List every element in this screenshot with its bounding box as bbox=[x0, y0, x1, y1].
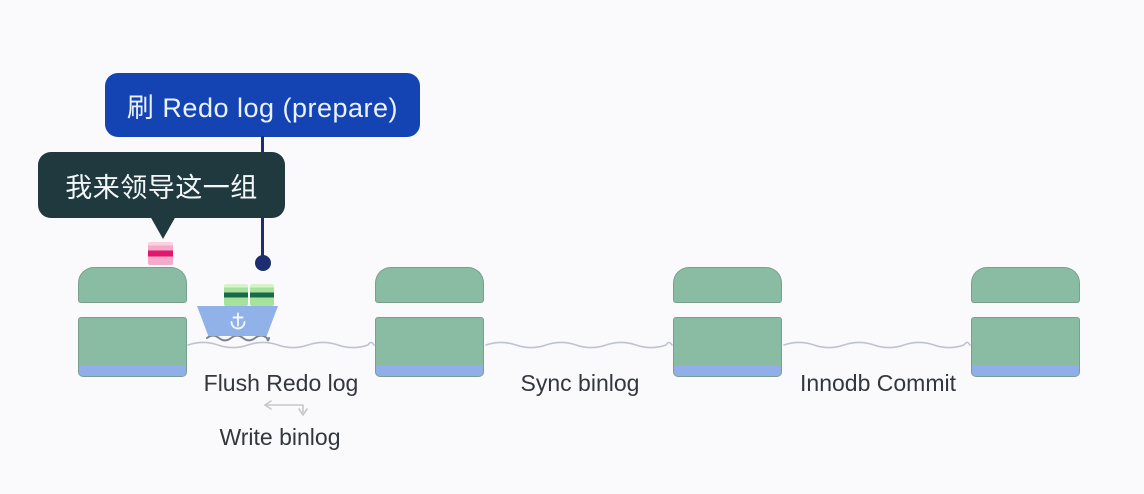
dock-pillar-2 bbox=[375, 267, 484, 377]
label-sync-binlog: Sync binlog bbox=[520, 370, 640, 396]
label-innodb-commit: Innodb Commit bbox=[800, 370, 956, 396]
dock-pillar-1-cap bbox=[78, 267, 187, 303]
dock-pillar-4 bbox=[971, 267, 1080, 377]
dock-pillar-3-cap bbox=[673, 267, 782, 303]
boat-wake bbox=[206, 334, 270, 342]
dock-pillar-2-waterline bbox=[376, 365, 483, 376]
dock-pillar-1-body bbox=[78, 317, 187, 377]
pointer-dot bbox=[255, 255, 271, 271]
dock-pillar-4-waterline bbox=[972, 365, 1079, 376]
label-write-binlog: Write binlog bbox=[219, 424, 341, 450]
anchor-icon bbox=[230, 312, 245, 330]
dock-pillar-3 bbox=[673, 267, 782, 377]
pink-log-block bbox=[148, 242, 173, 265]
speech-bubble-leader-text: 我来领导这一组 bbox=[65, 172, 258, 203]
dock-pillar-3-body bbox=[673, 317, 782, 377]
dock-pillar-4-cap bbox=[971, 267, 1080, 303]
label-flush-redo-log: Flush Redo log bbox=[203, 370, 359, 396]
flush-to-write-connector-arrow bbox=[264, 400, 308, 416]
dock-pillar-2-cap bbox=[375, 267, 484, 303]
dock-pillar-2-body bbox=[375, 317, 484, 377]
cargo-box-left bbox=[224, 284, 248, 306]
water-line-1 bbox=[187, 341, 375, 349]
dock-pillar-1-waterline bbox=[79, 365, 186, 376]
water-line-3 bbox=[783, 341, 971, 349]
dock-pillar-4-body bbox=[971, 317, 1080, 377]
dock-pillar-3-waterline bbox=[674, 365, 781, 376]
cargo-box-right bbox=[250, 284, 274, 306]
cargo-boat-hull bbox=[197, 306, 278, 336]
speech-bubble-leader-tail bbox=[150, 216, 176, 239]
speech-bubble-redo-prepare-text: 刷 Redo log (prepare) bbox=[126, 92, 399, 123]
speech-bubble-redo-prepare: 刷 Redo log (prepare) bbox=[105, 73, 420, 137]
dock-pillar-1 bbox=[78, 267, 187, 377]
water-line-2 bbox=[485, 341, 673, 349]
speech-bubble-leader: 我来领导这一组 bbox=[38, 152, 285, 218]
